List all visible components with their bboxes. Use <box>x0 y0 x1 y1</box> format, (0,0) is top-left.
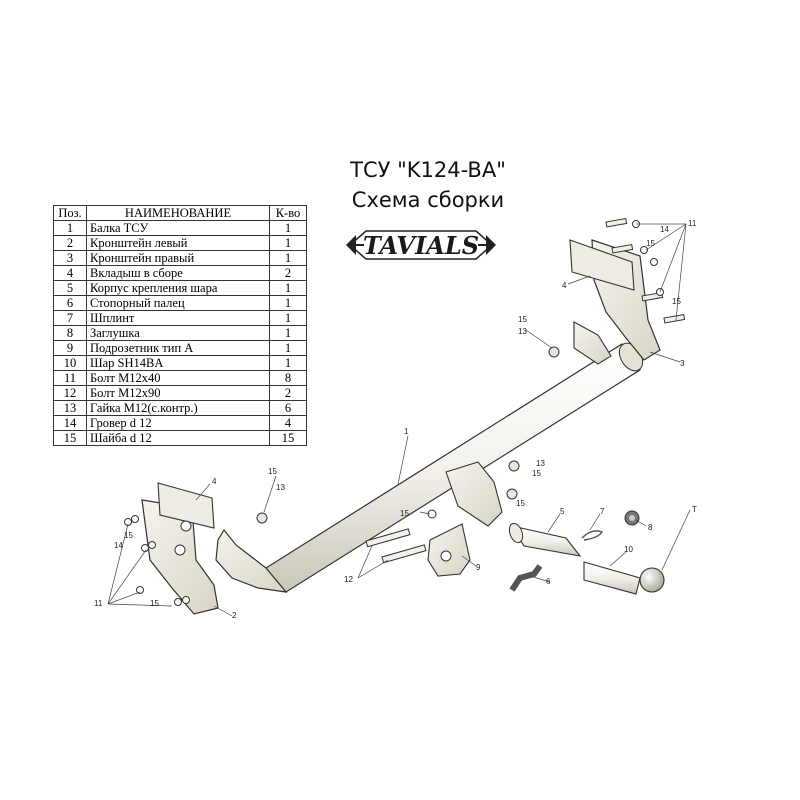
callout-15-f: 15 <box>516 499 525 508</box>
callout-13-b: 13 <box>276 483 285 492</box>
callout-15-g: 15 <box>532 469 541 478</box>
diagram-title: ТСУ "K124-BA" <box>350 158 506 182</box>
callout-15-e: 15 <box>400 509 409 518</box>
callout-14-right: 14 <box>660 225 669 234</box>
ball-mount-parts <box>508 510 665 595</box>
diagram-subtitle: Схема сборки <box>351 188 505 212</box>
callout-10: 10 <box>624 545 633 554</box>
callout-T: T <box>692 505 697 514</box>
callout-labels: 1 2 3 4 4 5 6 7 8 9 10 11 11 12 13 13 13… <box>94 219 697 620</box>
socket-plate-part-9 <box>427 523 471 577</box>
callout-12: 12 <box>344 575 353 584</box>
callout-7: 7 <box>600 507 605 516</box>
cell-name: Шайба d 12 <box>86 430 270 446</box>
callout-15-a: 15 <box>518 315 527 324</box>
callout-15-d: 15 <box>150 599 159 608</box>
header-qty: К-во <box>269 205 307 221</box>
callout-3: 3 <box>680 359 685 368</box>
cell-pos: 15 <box>53 430 87 446</box>
callout-4-right: 4 <box>562 281 567 290</box>
callout-1: 1 <box>404 427 409 436</box>
callout-9: 9 <box>476 563 481 572</box>
cell-name: Балка ТСУ <box>86 220 270 236</box>
cell-qty: 15 <box>269 430 307 446</box>
callout-15-b: 15 <box>268 467 277 476</box>
callout-5: 5 <box>560 507 565 516</box>
callout-13-c: 13 <box>536 459 545 468</box>
cell-name: Шплинт <box>86 310 270 326</box>
callout-11-right: 11 <box>688 219 697 228</box>
leader-lines <box>107 223 691 617</box>
callout-2: 2 <box>232 611 237 620</box>
right-bracket-part-3 <box>569 239 661 361</box>
callout-6: 6 <box>546 577 551 586</box>
callout-15-i: 15 <box>672 297 681 306</box>
callout-14-left: 14 <box>114 541 123 550</box>
fasteners-parts-11-13-14-15 <box>124 217 686 606</box>
callout-11-left: 11 <box>94 599 103 608</box>
parts-table-header: Поз. НАИМЕНОВАНИЕ К-во <box>53 205 307 221</box>
brand-logo-text: TAVIALS <box>363 231 479 260</box>
callout-8: 8 <box>648 523 653 532</box>
cell-name: Вкладыш в сборе <box>86 265 270 281</box>
beam-part-1 <box>215 321 644 593</box>
callout-15-c: 15 <box>124 531 133 540</box>
cell-name: Подрозетник тип А <box>86 340 270 356</box>
callout-15-h: 15 <box>646 239 655 248</box>
callout-13-a: 13 <box>518 327 527 336</box>
brand-logo: TAVIALS <box>346 230 496 260</box>
callout-4-left: 4 <box>212 477 217 486</box>
cell-pos: 12 <box>53 385 87 401</box>
left-bracket-part-2 <box>141 482 219 615</box>
cell-name: Болт М12х40 <box>86 370 270 386</box>
bolts-part-12 <box>365 528 427 564</box>
